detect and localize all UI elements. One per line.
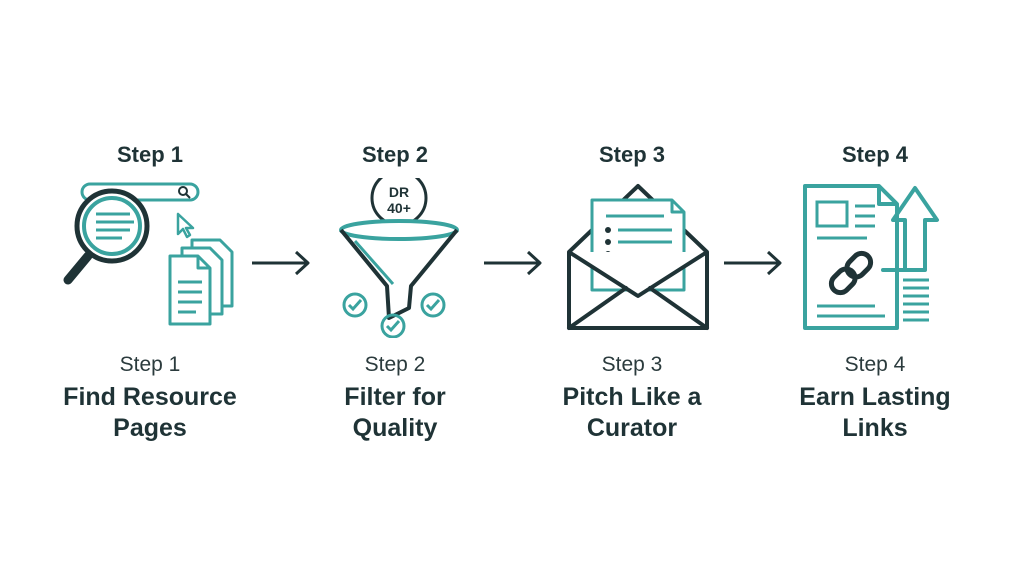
step-3: Step 3 Step 3 Pitch Like a Curator — [527, 140, 737, 444]
step-3-title: Pitch Like a Curator — [527, 382, 737, 444]
step-1: Step 1 Step 1 Find Resource Pages — [45, 140, 255, 444]
step-1-title-line-2: Pages — [113, 414, 187, 442]
step-2-title-line-2: Quality — [352, 414, 438, 442]
step-1-header: Step 1 — [116, 142, 184, 167]
step-2-title: Filter for Quality — [290, 382, 500, 444]
badge-dr: DR — [389, 184, 409, 200]
arrow-right-icon — [724, 250, 782, 276]
step-2-label: Step 2 — [364, 353, 426, 376]
step-3-label: Step 3 — [601, 353, 663, 376]
step-3-title-line-1: Pitch Like a — [562, 383, 702, 411]
step-4-label: Step 4 — [844, 353, 906, 376]
step-3-header: Step 3 — [598, 142, 666, 167]
step-4: Step 4 Step 4 Earn Lasting Links — [770, 140, 980, 444]
step-4-title: Earn Lasting Links — [770, 382, 980, 444]
step-2-title-line-1: Filter for — [344, 383, 446, 411]
step-2: Step 2 DR 40+ Step 2 Filter for Quality — [290, 140, 500, 444]
step-3-title-line-2: Curator — [586, 414, 678, 442]
step-1-title-line-1: Find Resource — [63, 383, 237, 411]
envelope-letter-icon — [567, 184, 709, 330]
step-1-title: Find Resource Pages — [45, 382, 255, 444]
step-1-label: Step 1 — [119, 353, 181, 376]
magnifier-search-documents-icon — [63, 182, 234, 326]
document-link-arrow-up-icon — [803, 184, 939, 330]
funnel-filter-icon: DR 40+ — [339, 178, 459, 338]
arrow-right-icon — [252, 250, 310, 276]
arrow-right-icon — [484, 250, 542, 276]
step-2-header: Step 2 — [361, 142, 429, 167]
step-4-title-line-2: Links — [842, 414, 908, 442]
step-4-header: Step 4 — [841, 142, 909, 167]
badge-40-plus: 40+ — [387, 200, 411, 216]
step-4-title-line-1: Earn Lasting — [799, 383, 951, 411]
